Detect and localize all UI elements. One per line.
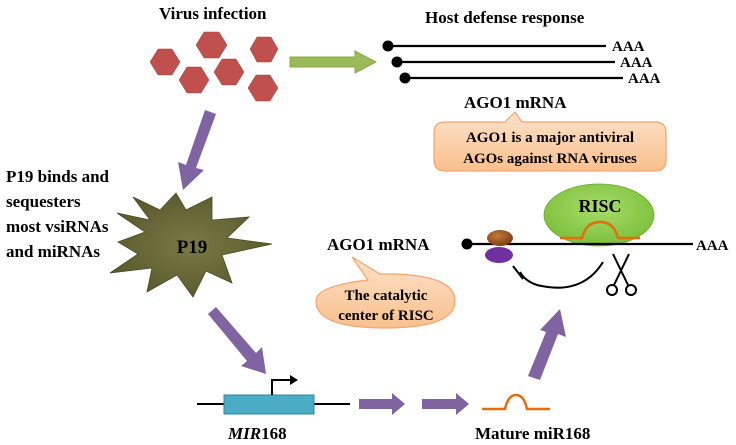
purple-arrow-bottom-2 xyxy=(422,393,469,415)
p19-desc-line1: P19 binds and xyxy=(6,167,110,186)
catalytic-callout xyxy=(315,256,456,329)
promoter-arrow-icon xyxy=(271,379,292,395)
polya-tail-3: AAA xyxy=(628,71,661,87)
risc-complex xyxy=(543,183,655,247)
risc-label: RISC xyxy=(578,196,621,216)
promoter-arrowhead xyxy=(290,375,298,385)
mature-mir168-icon xyxy=(482,393,550,411)
polya-tail-right: AAA xyxy=(696,238,729,254)
catalytic-callout-line1: The catalytic xyxy=(345,288,428,304)
p19-label: P19 xyxy=(177,237,208,258)
green-arrow xyxy=(289,50,378,74)
purple-arrow-bottom-1 xyxy=(359,393,405,415)
purple-arrow-virus-to-p19 xyxy=(178,110,216,190)
virus-particles xyxy=(149,31,279,102)
ago1-callout-line2: AGOs against RNA viruses xyxy=(463,151,637,167)
mir168-gene-box xyxy=(223,394,315,415)
ribosome-purple-subunit xyxy=(485,247,513,263)
ago1-callout-line1: AGO1 is a major antiviral xyxy=(466,130,634,146)
ribosome-brown-subunit xyxy=(487,230,513,246)
virus-hexagon xyxy=(249,36,279,63)
scissors-icon xyxy=(606,253,637,296)
virus-hexagon xyxy=(195,31,228,59)
ago1-mrna-top-label: AGO1 mRNA xyxy=(464,93,567,112)
purple-arrow-p19-to-mir168 xyxy=(208,307,266,374)
host-defense-title: Host defense response xyxy=(425,8,585,27)
mir168-gene-label: MIR168 xyxy=(227,424,287,443)
inhibition-arc xyxy=(519,261,604,289)
polya-tail-1: AAA xyxy=(612,39,645,55)
risc-mirna xyxy=(560,220,640,240)
virus-hexagon xyxy=(178,66,210,94)
host-mrna-lines xyxy=(388,44,623,80)
ago1-mrna-right-cap xyxy=(461,238,473,250)
virus-infection-title: Virus infection xyxy=(159,4,267,23)
ago1-callout xyxy=(433,111,667,172)
ago1-mrna-right-label: AGO1 mRNA xyxy=(327,235,430,254)
virus-hexagon xyxy=(149,48,181,76)
p19-desc-line4: and miRNAs xyxy=(6,242,100,261)
mrna-cap-dots xyxy=(382,40,411,84)
p19-desc-line2: sequesters xyxy=(6,192,81,211)
purple-arrow-up-to-risc xyxy=(528,309,566,380)
inhibition-bar xyxy=(512,265,524,280)
mature-mir168-label: Mature miR168 xyxy=(475,424,590,443)
p19-star xyxy=(109,192,273,298)
polya-tail-2: AAA xyxy=(620,55,653,71)
catalytic-callout-line2: center of RISC xyxy=(338,308,434,324)
virus-hexagon xyxy=(213,58,245,86)
virus-hexagon xyxy=(247,74,279,102)
p19-desc-line3: most vsiRNAs xyxy=(6,217,109,236)
